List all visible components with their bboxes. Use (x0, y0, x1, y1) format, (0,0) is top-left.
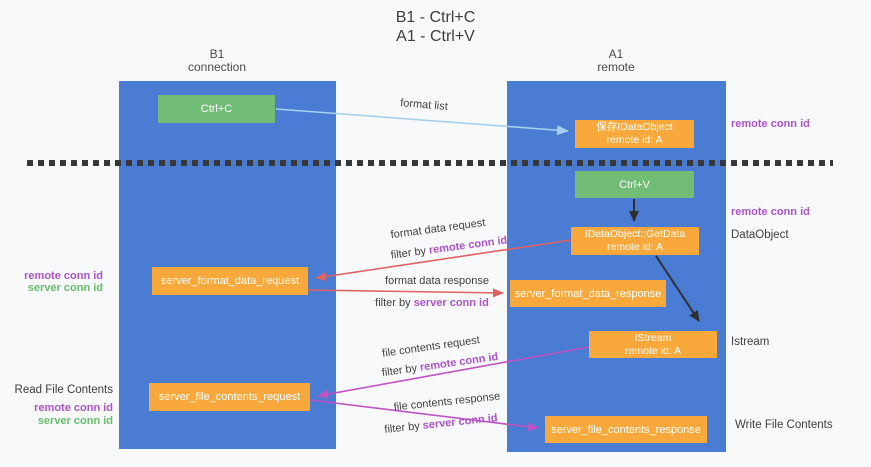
ctrl-v-label: Ctrl+V (619, 178, 650, 191)
filter-by-text: filter by (383, 420, 421, 436)
remote-conn-id-annotation-top-right: remote conn id (731, 118, 810, 130)
server-conn-id-annotation-left-top: server conn id (27, 282, 103, 294)
ctrl-v-node: Ctrl+V (575, 171, 694, 198)
right-column-subtitle: remote (597, 60, 635, 74)
left-column-header: B1 connection (147, 48, 287, 74)
istream-line2: remote id: A (624, 344, 682, 357)
dataobject-annotation: DataObject (731, 229, 789, 241)
remote-conn-id-text: remote conn id (428, 234, 508, 257)
right-column-name: A1 (608, 47, 624, 61)
idataobject-getdata-node: IDataObject::GetData remote id: A (571, 227, 699, 255)
filter-by-text: filter by (381, 362, 418, 380)
ctrl-c-node: Ctrl+C (158, 95, 275, 123)
file-contents-response-edge-label: file contents response (393, 390, 501, 414)
title-line-1: B1 - Ctrl+C (395, 9, 476, 26)
left-column-subtitle: connection (187, 60, 247, 74)
server-file-contents-response-node: server_file_contents_response (545, 416, 707, 443)
write-file-contents-annotation: Write File Contents (735, 419, 833, 431)
save-idataobject-line2: remote id: A (606, 134, 663, 146)
getdata-line1: IDataObject::GetData (584, 228, 686, 240)
title-line-2: A1 - Ctrl+V (396, 28, 475, 45)
format-data-response-edge-label: format data response (385, 275, 489, 287)
diagram-title: B1 - Ctrl+C A1 - Ctrl+V (0, 8, 871, 46)
istream-annotation: Istream (731, 336, 770, 348)
save-idataobject-line1: 保存IDataObject (596, 121, 673, 133)
remote-conn-id-annotation-left-bottom: remote conn id (34, 402, 113, 414)
server-format-data-response-node: server_format_data_response (510, 280, 666, 307)
right-column-header: A1 remote (546, 48, 686, 74)
filter-by-text: filter by (375, 297, 411, 309)
server-conn-id-annotation-left-bottom: server conn id (37, 415, 113, 427)
remote-conn-id-annotation-left-top: remote conn id (24, 270, 103, 282)
format-request-label: server_format_data_request (160, 275, 300, 287)
file-response-label: server_file_contents_response (551, 423, 701, 436)
phase-divider-dashed-line (27, 160, 833, 166)
istream-line1: IStream (634, 331, 672, 344)
server-conn-id-text: server conn id (422, 412, 499, 432)
istream-node: IStream remote id: A (589, 331, 717, 358)
server-format-data-request-node: server_format_data_request (152, 267, 308, 295)
file-request-label: server_file_contents_request (158, 391, 301, 403)
ctrl-c-label: Ctrl+C (200, 103, 233, 115)
format-response-arrow (307, 288, 504, 298)
left-column-name: B1 (209, 47, 225, 61)
save-idataobject-node: 保存IDataObject remote id: A (575, 120, 694, 148)
getdata-line2: remote id: A (606, 241, 664, 253)
server-file-contents-request-node: server_file_contents_request (149, 383, 310, 411)
server-conn-id-text: server conn id (413, 297, 489, 309)
filter-by-text: filter by (390, 245, 427, 262)
format-response-label: server_format_data_response (514, 287, 662, 300)
format-list-edge-label: format list (399, 97, 449, 113)
remote-conn-id-text: remote conn id (419, 350, 499, 374)
remote-conn-id-annotation-mid-right: remote conn id (731, 206, 810, 218)
read-file-contents-annotation: Read File Contents (14, 384, 113, 396)
